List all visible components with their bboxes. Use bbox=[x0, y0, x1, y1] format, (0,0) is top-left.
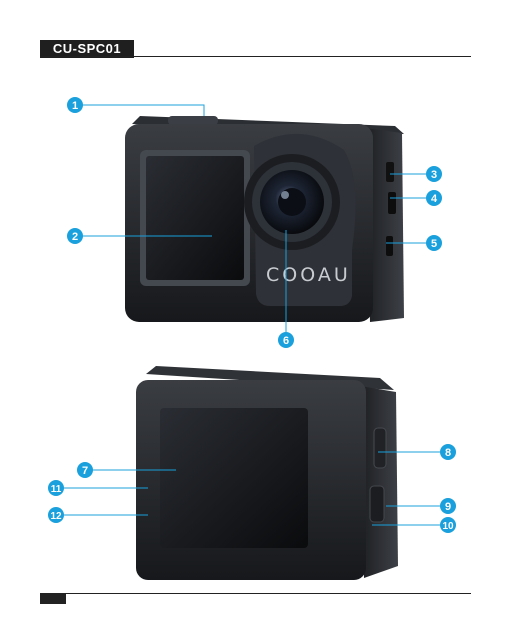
svg-text:12: 12 bbox=[50, 511, 62, 522]
callout-12: 12 bbox=[48, 507, 64, 523]
footer-page-tab bbox=[40, 593, 66, 604]
svg-text:1: 1 bbox=[72, 100, 78, 112]
callout-3: 3 bbox=[426, 166, 442, 182]
callout-5: 5 bbox=[426, 235, 442, 251]
top-shutter-button bbox=[168, 116, 218, 125]
svg-text:3: 3 bbox=[431, 169, 437, 181]
svg-text:6: 6 bbox=[283, 335, 289, 347]
callout-4: 4 bbox=[426, 190, 442, 206]
svg-text:11: 11 bbox=[51, 484, 62, 495]
callout-2: 2 bbox=[67, 228, 83, 244]
callout-8: 8 bbox=[440, 444, 456, 460]
svg-text:9: 9 bbox=[445, 501, 451, 513]
svg-text:7: 7 bbox=[82, 465, 88, 477]
brand-logo: COOAU bbox=[266, 264, 351, 286]
usb-port bbox=[386, 236, 393, 256]
callout-6: 6 bbox=[278, 332, 294, 348]
side-slot-top bbox=[386, 162, 394, 182]
sd-card-slot bbox=[388, 192, 396, 214]
svg-text:8: 8 bbox=[445, 447, 451, 459]
svg-text:4: 4 bbox=[431, 193, 438, 205]
svg-text:5: 5 bbox=[431, 238, 437, 250]
callout-10: 10 bbox=[440, 517, 456, 533]
svg-text:2: 2 bbox=[72, 231, 78, 243]
footer-rule bbox=[40, 593, 471, 594]
side-button-9 bbox=[370, 486, 384, 522]
callout-7: 7 bbox=[77, 462, 93, 478]
callout-1: 1 bbox=[67, 97, 83, 113]
svg-text:10: 10 bbox=[442, 521, 454, 532]
camera-back-view bbox=[136, 366, 398, 580]
back-touchscreen bbox=[160, 408, 308, 548]
camera-front-view: COOAU bbox=[125, 116, 404, 322]
callout-11: 11 bbox=[48, 480, 64, 496]
side-button-8 bbox=[374, 428, 386, 468]
callout-9: 9 bbox=[440, 498, 456, 514]
